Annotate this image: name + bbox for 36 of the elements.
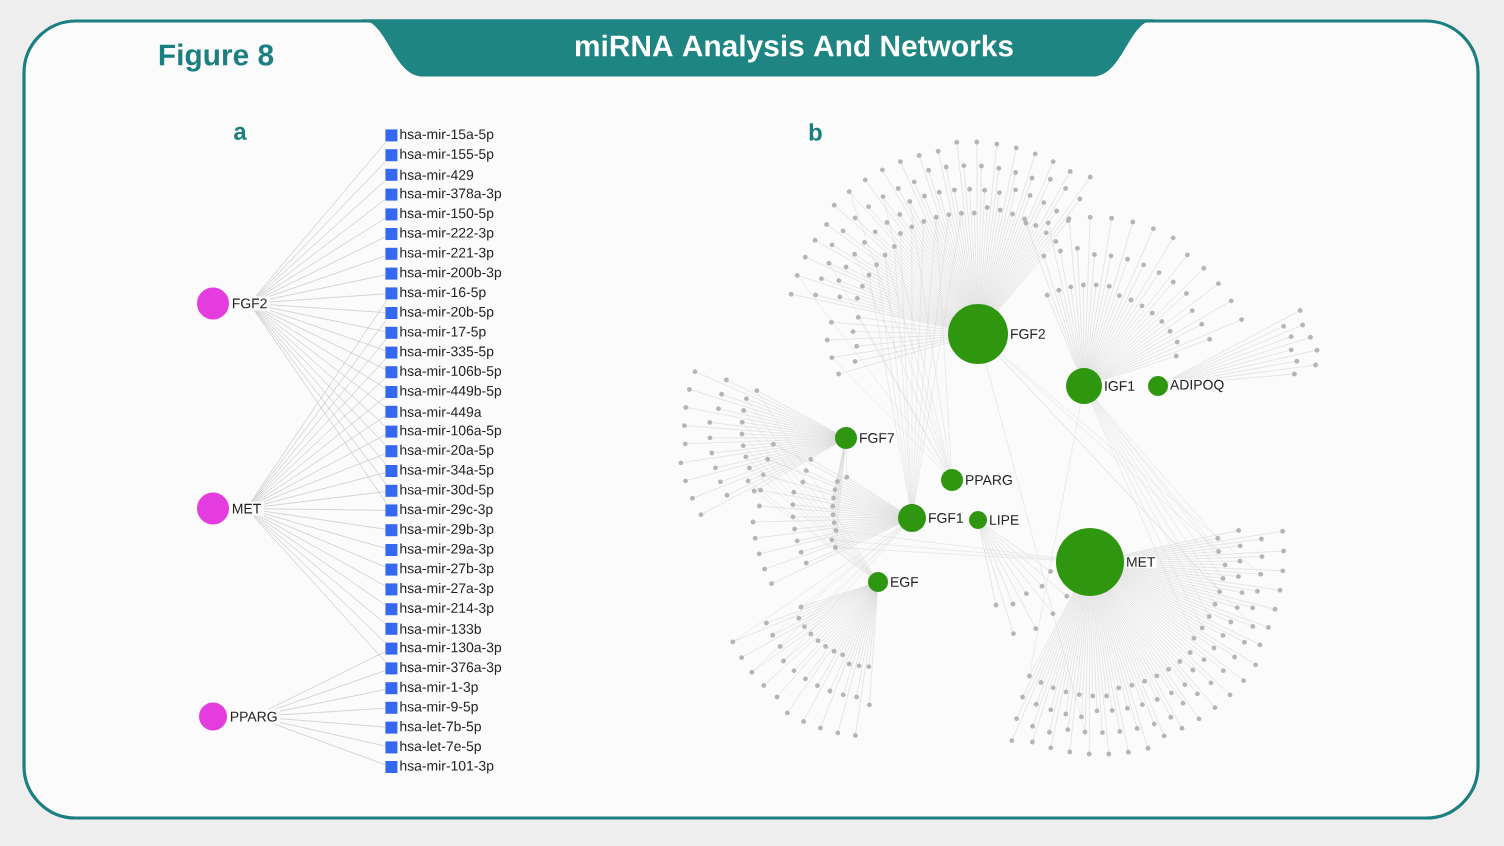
panel-label: b [809,123,822,141]
connector-line [263,491,386,507]
connector-line [269,310,386,351]
connector-line [256,415,386,502]
connector-line [255,396,386,502]
connector-line [254,515,386,624]
connector-line [259,515,386,587]
connector-line [279,707,386,716]
connector-line [259,434,386,502]
connector-line [263,515,386,568]
connector-line [269,274,386,300]
title-banner: miRNA Analysis And Networks [360,19,1156,77]
connector-line [260,218,386,297]
connector-line [263,453,386,503]
connector-line [263,472,386,505]
connector-line [263,508,386,511]
connector-line [261,310,386,389]
connector-line [269,307,386,332]
connector-line [269,293,386,303]
connector-line [258,199,386,297]
connector-line [269,304,386,313]
connector-line [273,723,386,765]
connector-line [256,515,386,606]
connector-line [258,310,386,408]
connector-line [274,670,386,710]
connector-line [264,310,386,370]
panel-label: a [234,126,247,140]
connector-line [268,651,386,710]
connector-line [279,689,386,712]
connector-line [264,236,386,297]
connector-line [263,510,386,530]
connector-line [279,722,386,747]
figure-label: Figure 8 [159,43,274,72]
connector-line [269,255,386,297]
connector-line [279,718,386,728]
connector-line [263,513,386,549]
